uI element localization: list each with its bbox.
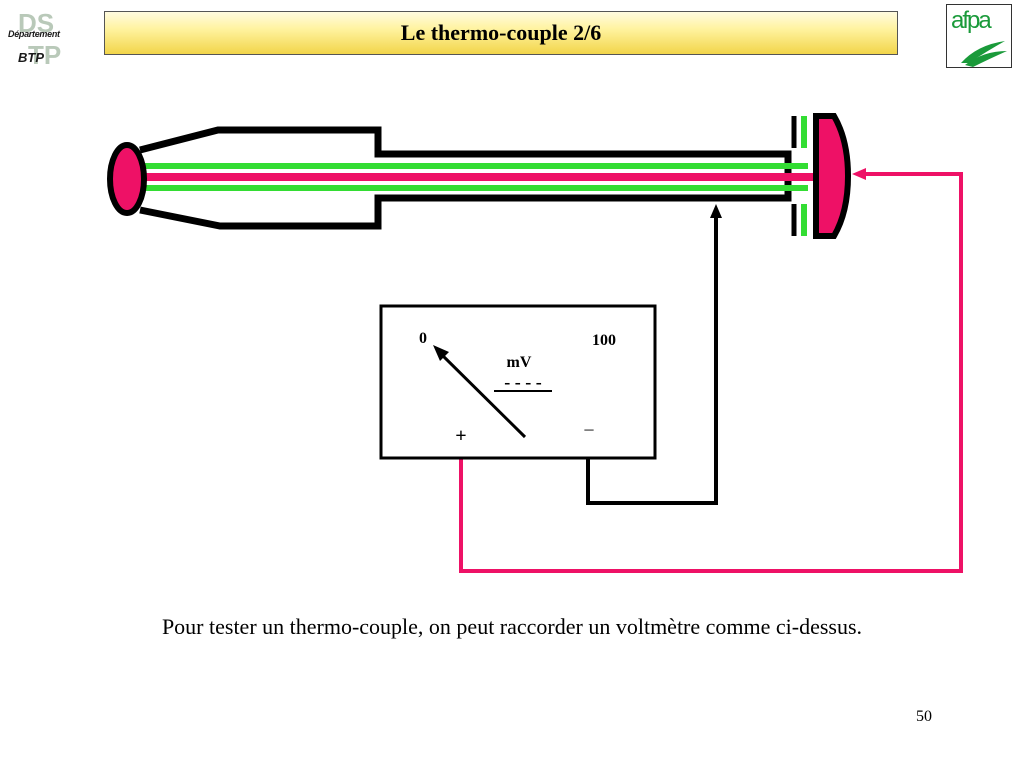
needle-arrowhead xyxy=(433,345,449,361)
scale-min-label: 0 xyxy=(419,330,427,347)
voltmeter-needle xyxy=(435,348,527,439)
slide-caption: Pour tester un thermo-couple, on peut ra… xyxy=(161,614,863,639)
page-number: 50 xyxy=(916,708,932,725)
logo-ds-letters: DS xyxy=(18,8,55,38)
logo-tp-letters: TP xyxy=(28,40,62,70)
afpa-leaf-icon xyxy=(961,41,1007,67)
probe-tip xyxy=(107,142,147,216)
dc-symbol-dashes: - - - - xyxy=(504,372,541,392)
pink-wire xyxy=(459,172,963,573)
connector-cap xyxy=(813,113,852,239)
pink-wire-arrowhead xyxy=(852,168,866,180)
logo-department-text: Département xyxy=(8,29,60,39)
afpa-logo: afpa xyxy=(946,4,1012,68)
title-banner: Le thermo-couple 2/6 xyxy=(104,11,898,55)
scale-max-label: 100 xyxy=(592,332,616,349)
slide-title: Le thermo-couple 2/6 xyxy=(400,20,602,45)
department-logo: DS Département TP BTP xyxy=(6,8,66,70)
unit-label: mV xyxy=(507,354,532,371)
plus-terminal-label: + xyxy=(455,425,466,447)
minus-terminal-label: _ xyxy=(584,412,595,432)
afpa-logo-text: afpa xyxy=(951,7,992,34)
logo-btp-text: BTP xyxy=(18,50,44,65)
black-wire-arrowhead xyxy=(710,204,722,218)
black-wire xyxy=(586,216,718,505)
voltmeter-box xyxy=(379,304,657,460)
